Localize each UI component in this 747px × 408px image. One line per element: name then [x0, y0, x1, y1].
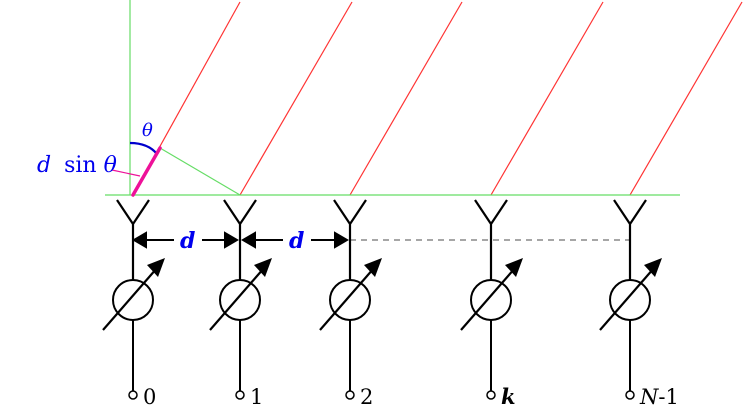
- element-label-main: 2: [360, 385, 373, 408]
- spacing-arrow-left-head-a: [132, 231, 147, 249]
- element-label: N-1: [639, 385, 679, 408]
- spacing-label-left-bg: [174, 226, 202, 252]
- spacing-label-left: d: [180, 228, 195, 254]
- path-difference-leader: [111, 169, 141, 177]
- antenna-symbol: [474, 199, 508, 285]
- spacing-arrow-right-head-a: [241, 231, 256, 249]
- phase-shifter-arrowhead: [505, 258, 523, 277]
- wavefront-line: [159, 147, 241, 196]
- phase-shifter-arrow: [209, 267, 265, 331]
- d-sin-theta-label: d sin θ: [37, 153, 117, 178]
- phase-shifter: [112, 279, 154, 321]
- element-label-main: -1: [658, 385, 678, 408]
- phase-shifter-arrow: [102, 267, 158, 331]
- antenna-symbol: [223, 199, 257, 285]
- element-label: k: [501, 384, 516, 408]
- phase-shifter-arrowhead: [147, 258, 165, 277]
- port-terminal: [345, 390, 355, 400]
- element-label: 2: [360, 385, 373, 408]
- antenna-symbol: [613, 199, 647, 285]
- theta-label: θ: [142, 120, 153, 141]
- element-label: 0: [143, 385, 156, 408]
- element-label-italic: k: [501, 384, 516, 408]
- phase-shifter-arrow: [599, 267, 655, 331]
- phase-shifter-arrowhead: [254, 258, 272, 277]
- spacing-arrow-right-head-b: [334, 231, 349, 249]
- incoming-wave-rays: [132, 1, 743, 196]
- wave-ray-1: [239, 1, 353, 196]
- wave-ray-n-1: [629, 1, 743, 196]
- antenna-element-0: 0: [102, 199, 165, 408]
- port-terminal: [128, 390, 138, 400]
- spacing-label-right-bg: [283, 226, 311, 252]
- phase-shifter-arrowhead: [364, 258, 382, 277]
- path-difference-segment: [131, 146, 162, 197]
- wave-ray-2: [349, 1, 463, 196]
- phase-shifter: [609, 279, 651, 321]
- element-label-main: 0: [143, 385, 156, 408]
- phase-shifter: [219, 279, 261, 321]
- theta-arc: [129, 141, 158, 155]
- antenna-symbol: [116, 199, 150, 285]
- phase-shifter-arrow: [460, 267, 516, 331]
- port-terminal: [486, 390, 496, 400]
- antenna-element-k: k: [460, 199, 523, 408]
- element-label-italic: N: [639, 385, 659, 408]
- element-label-main: 1: [250, 385, 263, 408]
- element-label: 1: [250, 385, 263, 408]
- antenna-element-n-1: N-1: [599, 199, 679, 408]
- phase-shifter: [470, 279, 512, 321]
- antenna-element-2: 2: [319, 199, 382, 408]
- phase-shifter-arrow: [319, 267, 375, 331]
- d-sin-theta-theta: θ: [104, 153, 117, 178]
- reference-geometry: [105, 0, 680, 196]
- port-terminal: [235, 390, 245, 400]
- antenna-symbol: [333, 199, 367, 285]
- phase-shifter: [329, 279, 371, 321]
- spacing-arrow-left-head-b: [224, 231, 239, 249]
- d-sin-theta-prefix: d: [37, 153, 51, 178]
- port-terminal: [625, 390, 635, 400]
- phase-shifter-arrowhead: [644, 258, 662, 277]
- spacing-label-right: d: [289, 228, 304, 254]
- antenna-element-1: 1: [209, 199, 272, 408]
- wave-ray-k: [490, 1, 604, 196]
- d-sin-theta-func: sin: [64, 153, 97, 178]
